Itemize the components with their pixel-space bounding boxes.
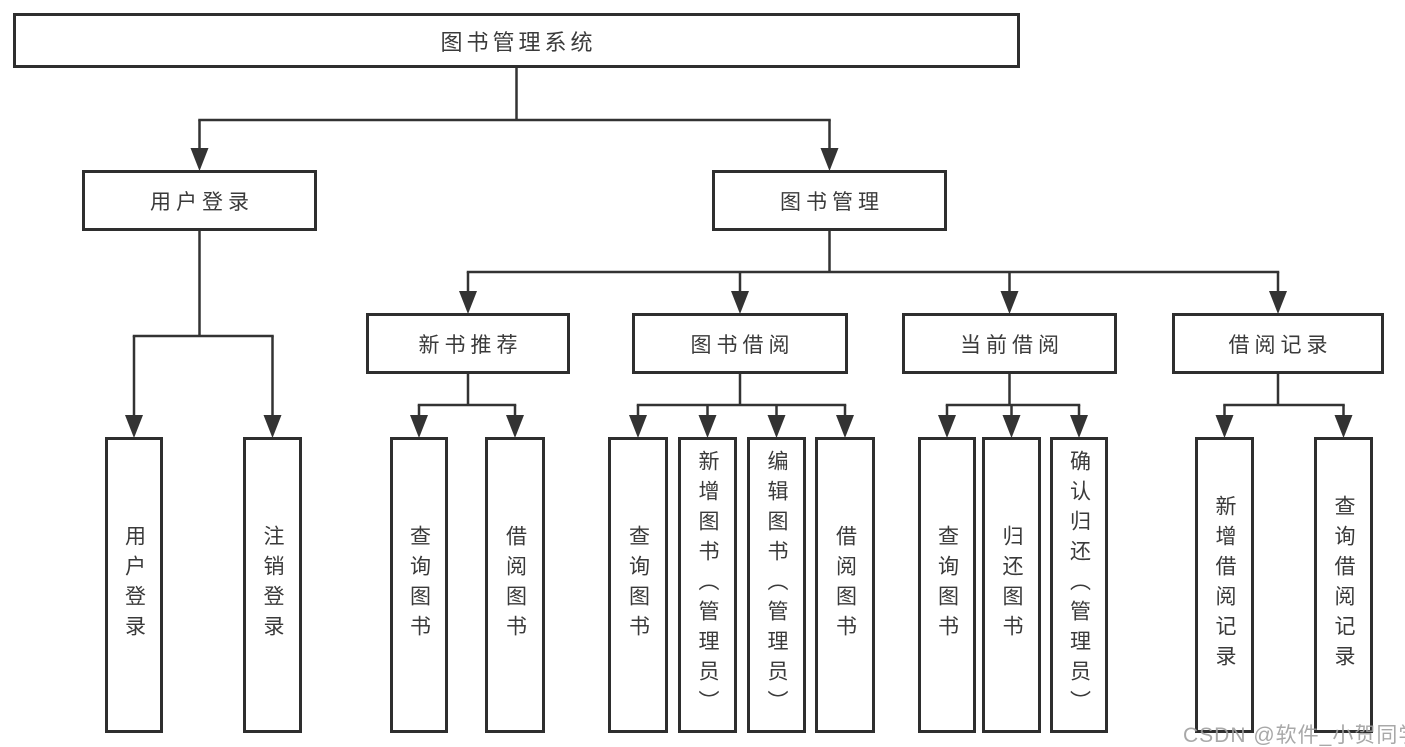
node-current-return: 归还图书: [982, 437, 1041, 733]
node-borrow-lend-label: 借阅图书: [833, 525, 857, 645]
node-records-label: 借阅记录: [1228, 333, 1333, 357]
node-records-add-label: 新增借阅记录: [1213, 495, 1236, 675]
arrowhead-icon: [1000, 291, 1019, 314]
node-rec-borrow: 借阅图书: [485, 437, 545, 733]
node-rec: 新书推荐: [366, 313, 570, 374]
node-records-query-label: 查询借阅记录: [1332, 495, 1355, 675]
node-root-label: 图书管理系统: [440, 29, 597, 55]
arrowhead-icon: [836, 415, 854, 438]
node-login-logout: 注销登录: [243, 437, 302, 733]
node-current-query: 查询图书: [918, 437, 976, 733]
node-rec-query: 查询图书: [390, 437, 448, 733]
node-login-logout-label: 注销登录: [261, 525, 284, 645]
arrowhead-icon: [731, 291, 749, 314]
arrowhead-icon: [1215, 415, 1234, 438]
arrowhead-icon: [698, 415, 717, 438]
arrowhead-icon: [938, 415, 956, 438]
arrowhead-icon: [1002, 415, 1021, 438]
arrowhead-icon: [263, 415, 282, 438]
arrowhead-icon: [1269, 291, 1287, 314]
node-rec-borrow-label: 借阅图书: [503, 525, 527, 645]
node-borrow-label: 图书借阅: [690, 333, 795, 357]
node-login: 用户登录: [82, 170, 317, 231]
node-records-add: 新增借阅记录: [1195, 437, 1254, 733]
arrowhead-icon: [767, 415, 786, 438]
node-current-query-label: 查询图书: [935, 525, 959, 645]
node-login-label: 用户登录: [150, 190, 254, 214]
node-borrow-add-label: 新增图书（管理员）: [696, 450, 719, 720]
node-records-query: 查询借阅记录: [1314, 437, 1373, 733]
node-borrow-add: 新增图书（管理员）: [678, 437, 737, 733]
node-login-user-label: 用户登录: [122, 525, 146, 645]
arrowhead-icon: [410, 415, 428, 438]
arrowhead-icon: [820, 148, 839, 171]
node-records: 借阅记录: [1172, 313, 1384, 374]
node-login-user: 用户登录: [105, 437, 163, 733]
arrowhead-icon: [629, 415, 647, 438]
node-borrow-edit: 编辑图书（管理员）: [747, 437, 806, 733]
arrowhead-icon: [125, 415, 143, 438]
watermark: CSDN @软件_小贺同学: [1183, 724, 1405, 747]
arrowhead-icon: [1334, 415, 1353, 438]
node-manage: 图书管理: [712, 170, 947, 231]
node-rec-query-label: 查询图书: [407, 525, 431, 645]
arrowhead-icon: [506, 415, 524, 438]
node-manage-label: 图书管理: [780, 190, 884, 214]
node-borrow-edit-label: 编辑图书（管理员）: [765, 450, 788, 720]
node-current: 当前借阅: [902, 313, 1117, 374]
node-borrow-lend: 借阅图书: [815, 437, 875, 733]
node-rec-label: 新书推荐: [418, 333, 523, 357]
node-current-confirm: 确认归还（管理员）: [1050, 437, 1108, 733]
node-root: 图书管理系统: [13, 13, 1020, 68]
arrowhead-icon: [190, 148, 209, 171]
arrowhead-icon: [459, 291, 477, 314]
node-current-return-label: 归还图书: [1000, 525, 1023, 645]
arrowhead-icon: [1070, 415, 1088, 438]
node-borrow-query-label: 查询图书: [626, 525, 650, 645]
node-borrow: 图书借阅: [632, 313, 848, 374]
node-current-label: 当前借阅: [960, 333, 1064, 357]
node-current-confirm-label: 确认归还（管理员）: [1067, 450, 1091, 720]
node-borrow-query: 查询图书: [608, 437, 668, 733]
